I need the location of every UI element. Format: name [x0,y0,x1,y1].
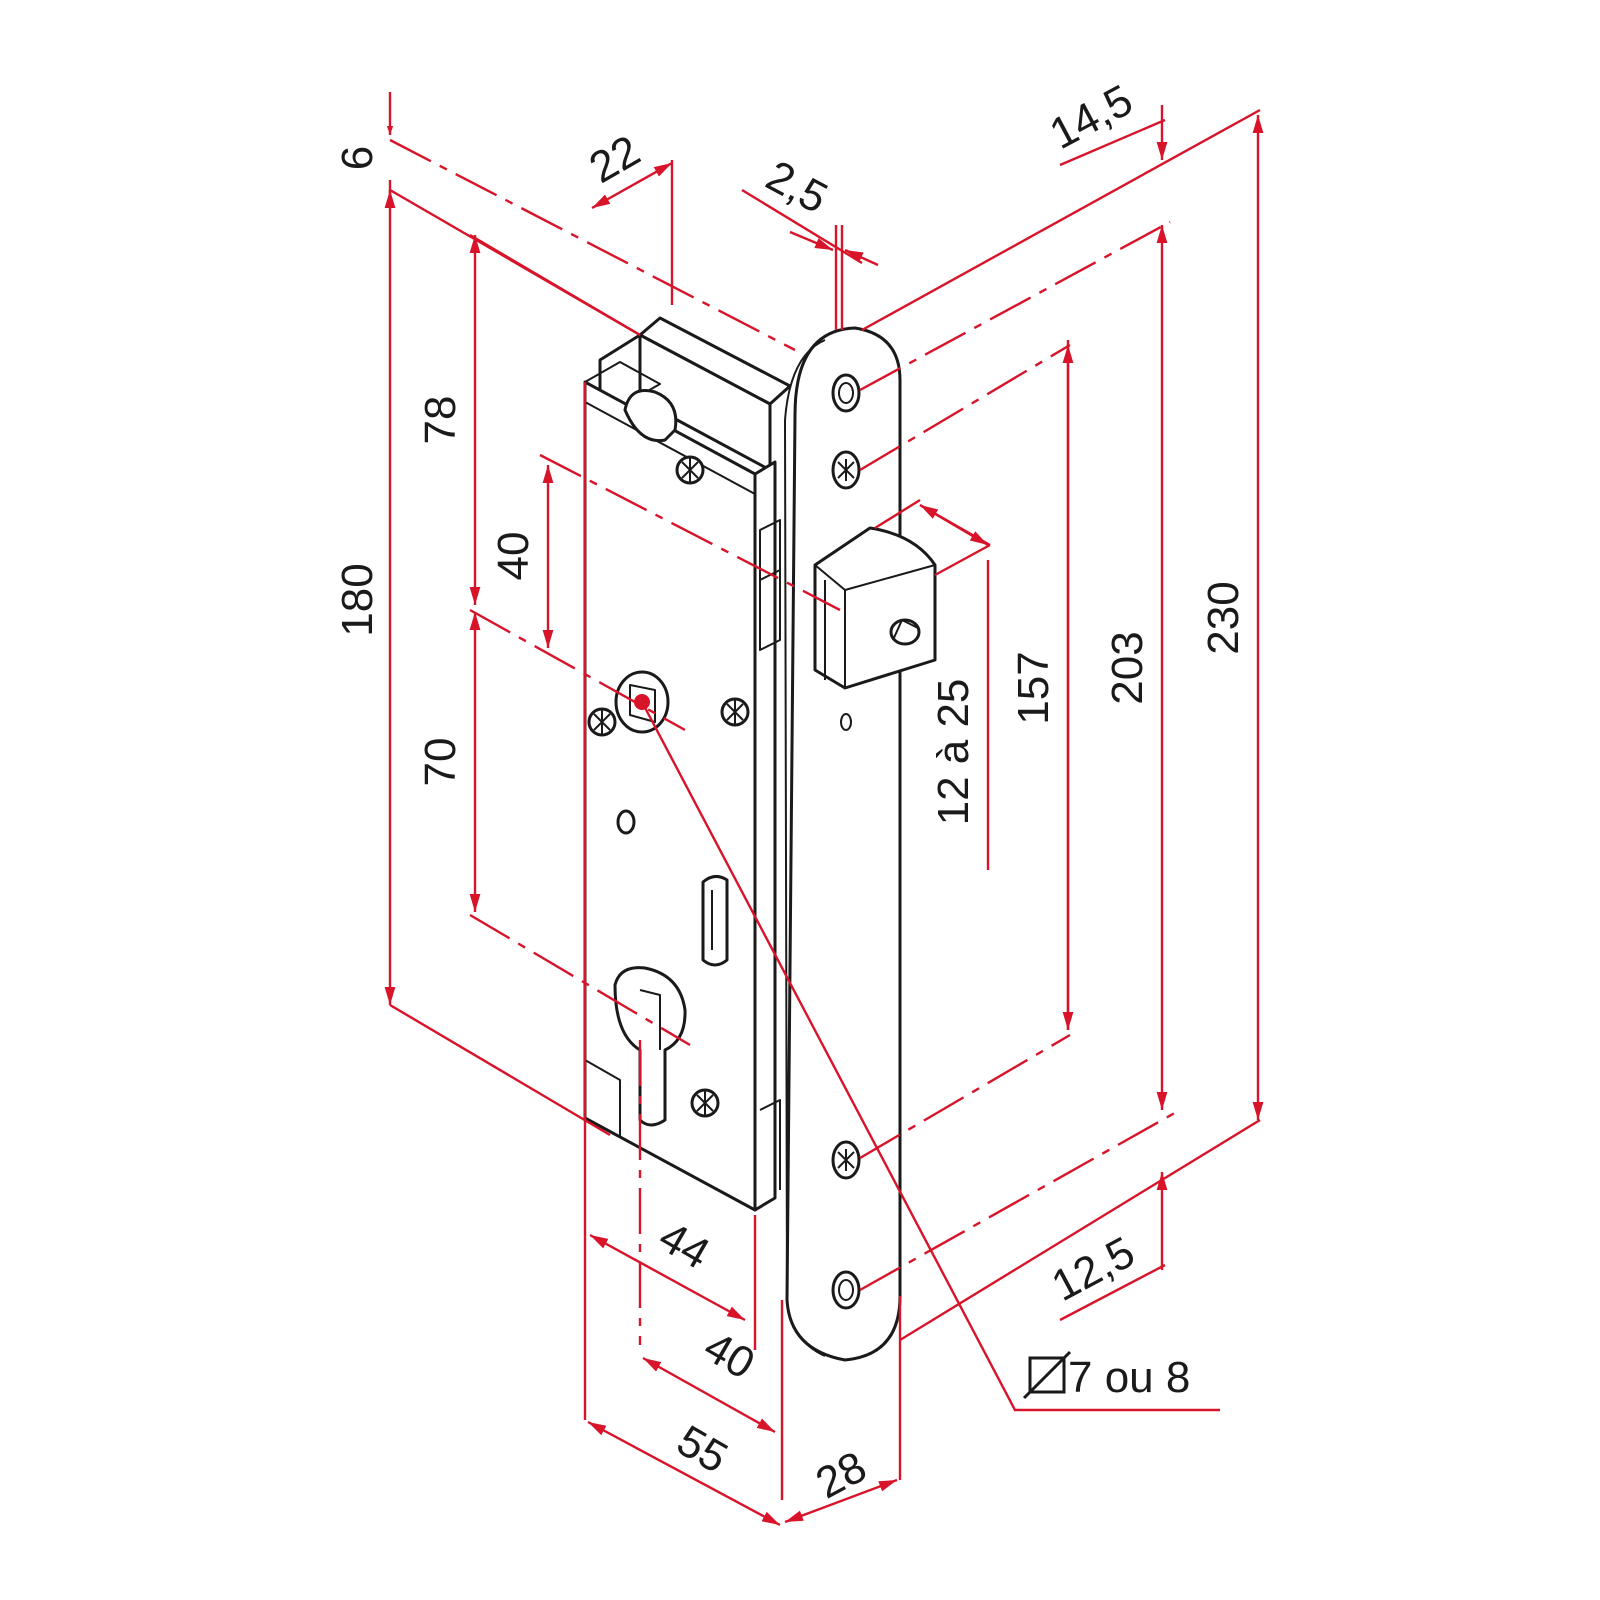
case-small-hole [616,809,636,835]
dim-230: 230 [1199,581,1248,654]
dim-55: 55 [669,1416,736,1483]
latch-bolt [813,526,937,690]
dim-28: 28 [808,1442,874,1508]
faceplate-hole-top [831,373,861,413]
lock-case [583,316,792,1212]
square-follower-label: 7 ou 8 [1022,1350,1190,1402]
case-screw-1 [675,455,705,485]
dim-2-5: 2,5 [758,151,835,223]
case-screw-3 [720,697,750,727]
dim-70: 70 [416,738,465,787]
dim-6: 6 [333,146,382,170]
dim-40-horizontal: 40 [696,1322,763,1389]
dim-78: 78 [416,396,465,445]
dim-157: 157 [1009,651,1058,724]
square-diameter-icon [1022,1350,1072,1400]
dim-203: 203 [1103,631,1152,704]
faceplate-hole-bottom [831,1270,861,1310]
dim-14-5: 14,5 [1042,75,1141,158]
cylinder-cutout [613,966,687,1127]
dim-180: 180 [333,563,382,636]
dim-12-a-25: 12 à 25 [929,679,978,826]
case-screw-4 [690,1088,720,1118]
faceplate-holes [831,373,861,1310]
dim-44: 44 [651,1212,718,1279]
dim-12-5: 12,5 [1044,1227,1143,1310]
case-slot [701,875,729,967]
dim-40-vertical: 40 [489,532,538,581]
case-features [587,389,750,1127]
case-screw-2 [587,707,617,737]
faceplate-small-hole [840,713,852,731]
dim-square-7-ou-8: 7 ou 8 [1068,1353,1190,1402]
dimension-lines [384,92,1264,1527]
